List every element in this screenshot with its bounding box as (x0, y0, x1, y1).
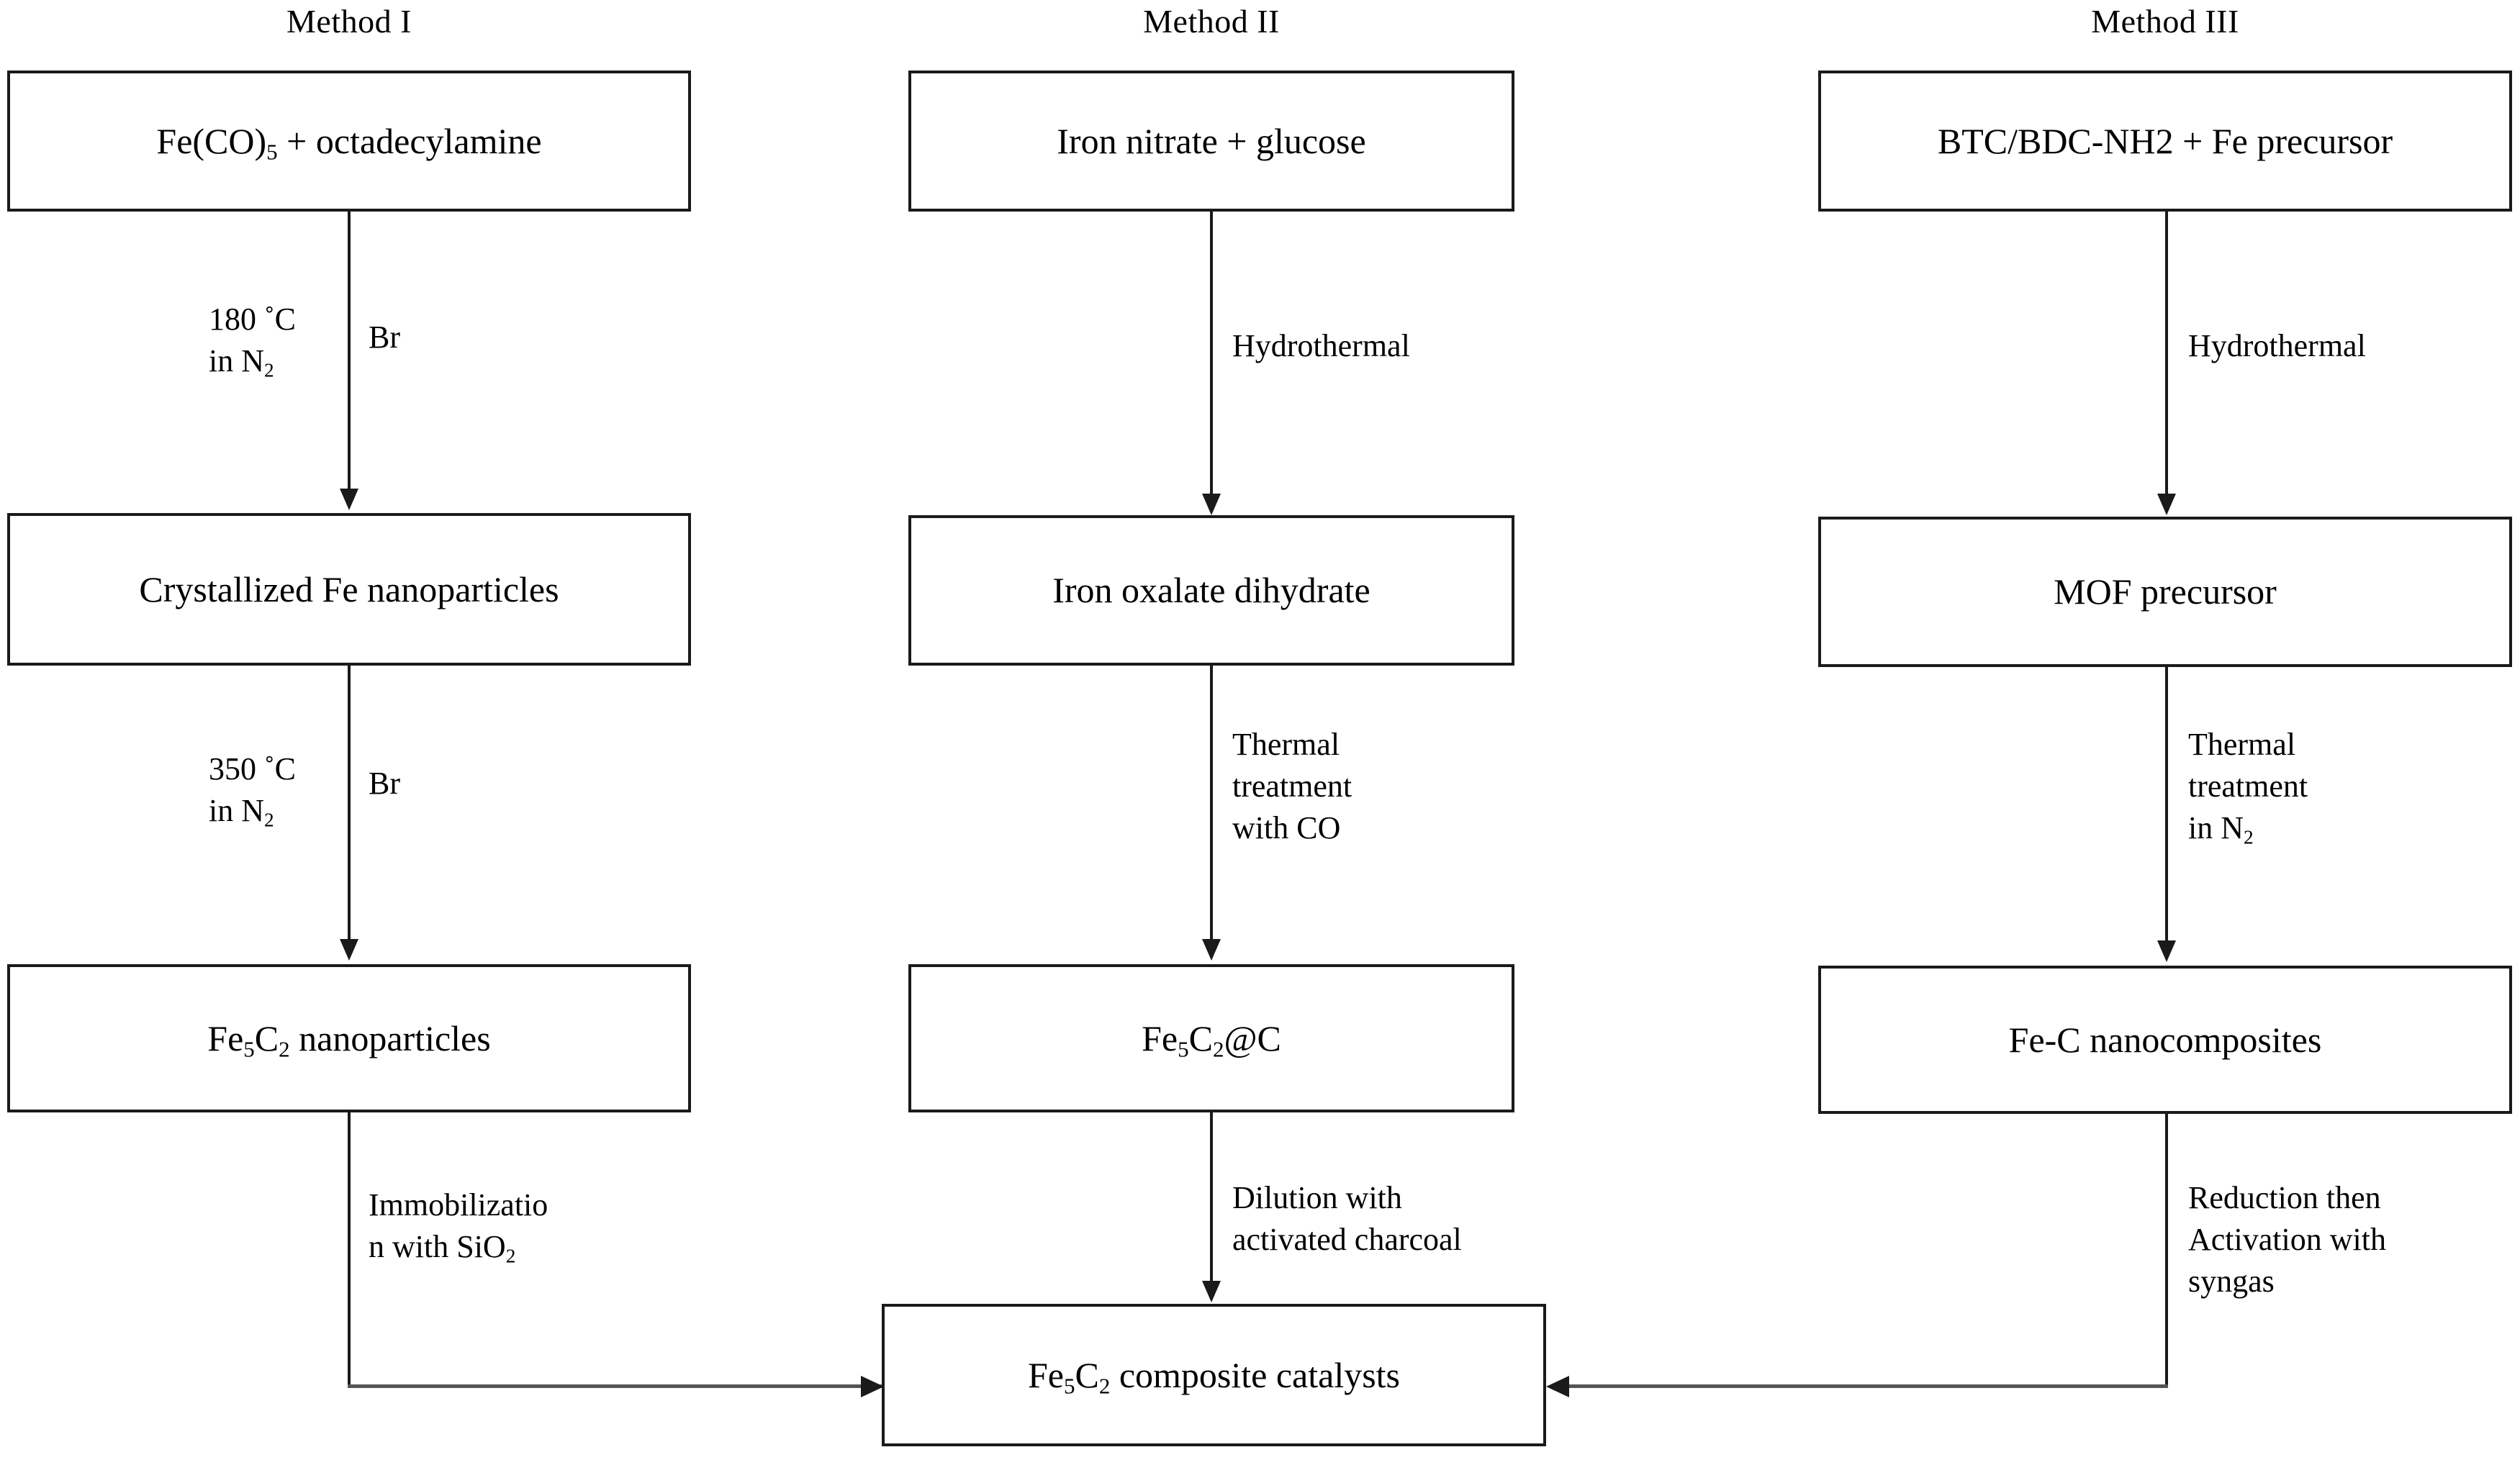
node-m2-n3-label: Fe5C2@C (1142, 1017, 1281, 1062)
connector-m3-e3-hline (1569, 1384, 2168, 1388)
edge-label-m1-e2-right: Br (369, 766, 400, 801)
connector-m3-e3-vline (2165, 1114, 2168, 1387)
edge-label-m3-e1-right: Hydrothermal (2188, 328, 2366, 363)
column-title-method-1: Method I (286, 3, 412, 40)
node-product[interactable]: Fe5C2 composite catalysts (882, 1304, 1546, 1446)
connector-m1-e3-vline (348, 1112, 351, 1387)
edge-label-m2-e2-right: Thermal treatment with CO (1232, 727, 1352, 846)
edge-label-m2-e1-right: Hydrothermal (1232, 328, 1410, 363)
node-m3-n3-label: Fe-C nanocomposites (2008, 1019, 2322, 1060)
connector-m3-e2-arrowhead (2157, 940, 2176, 962)
node-m3-n3[interactable]: Fe-C nanocomposites (1818, 966, 2512, 1114)
node-m1-n1[interactable]: Fe(CO)5 + octadecylamine (7, 71, 691, 212)
connector-m3-e1-arrowhead (2157, 494, 2176, 515)
node-m1-n3[interactable]: Fe5C2 nanoparticles (7, 964, 691, 1112)
connector-m3-e3-arrowhead (1546, 1376, 1569, 1397)
connector-m2-e2-arrowhead (1202, 939, 1221, 961)
node-m1-n3-label: Fe5C2 nanoparticles (207, 1017, 491, 1062)
connector-m1-e3-hline (348, 1384, 882, 1388)
connector-m3-e1-line (2165, 212, 2168, 494)
node-m3-n1-label: BTC/BDC-NH2 + Fe precursor (1937, 120, 2393, 161)
node-m2-n3[interactable]: Fe5C2@C (908, 964, 1514, 1112)
connector-m2-e3-arrowhead (1202, 1281, 1221, 1302)
node-m2-n1-label: Iron nitrate + glucose (1057, 120, 1366, 161)
node-m2-n2-label: Iron oxalate dihydrate (1052, 570, 1370, 610)
node-m2-n2[interactable]: Iron oxalate dihydrate (908, 515, 1514, 666)
connector-m2-e1-arrowhead (1202, 494, 1221, 515)
edge-label-m1-e1-right: Br (369, 319, 400, 355)
connector-m2-e1-line (1210, 212, 1213, 494)
connector-m1-e3-arrowhead (861, 1376, 884, 1397)
edge-label-m2-e3-right: Dilution with activated charcoal (1232, 1180, 1462, 1258)
node-product-label: Fe5C2 composite catalysts (1027, 1354, 1401, 1399)
column-title-method-3: Method III (2091, 3, 2239, 40)
node-m1-n2[interactable]: Crystallized Fe nanoparticles (7, 513, 691, 666)
connector-m1-e2-line (348, 666, 351, 939)
connector-m2-e2-line (1210, 666, 1213, 939)
node-m3-n2[interactable]: MOF precursor (1818, 517, 2512, 667)
connector-m3-e2-line (2165, 667, 2168, 940)
node-m3-n1[interactable]: BTC/BDC-NH2 + Fe precursor (1818, 71, 2512, 212)
node-m2-n1[interactable]: Iron nitrate + glucose (908, 71, 1514, 212)
node-m1-n1-label: Fe(CO)5 + octadecylamine (156, 120, 542, 165)
connector-m1-e1-arrowhead (340, 489, 358, 510)
connector-m1-e1-line (348, 212, 351, 489)
column-title-method-2: Method II (1143, 3, 1280, 40)
node-m1-n2-label: Crystallized Fe nanoparticles (139, 568, 559, 609)
connector-m1-e2-arrowhead (340, 939, 358, 961)
edge-label-m3-e3-right: Reduction then Activation with syngas (2188, 1180, 2386, 1300)
connector-m2-e3-line (1210, 1112, 1213, 1281)
node-m3-n2-label: MOF precursor (2054, 571, 2277, 612)
